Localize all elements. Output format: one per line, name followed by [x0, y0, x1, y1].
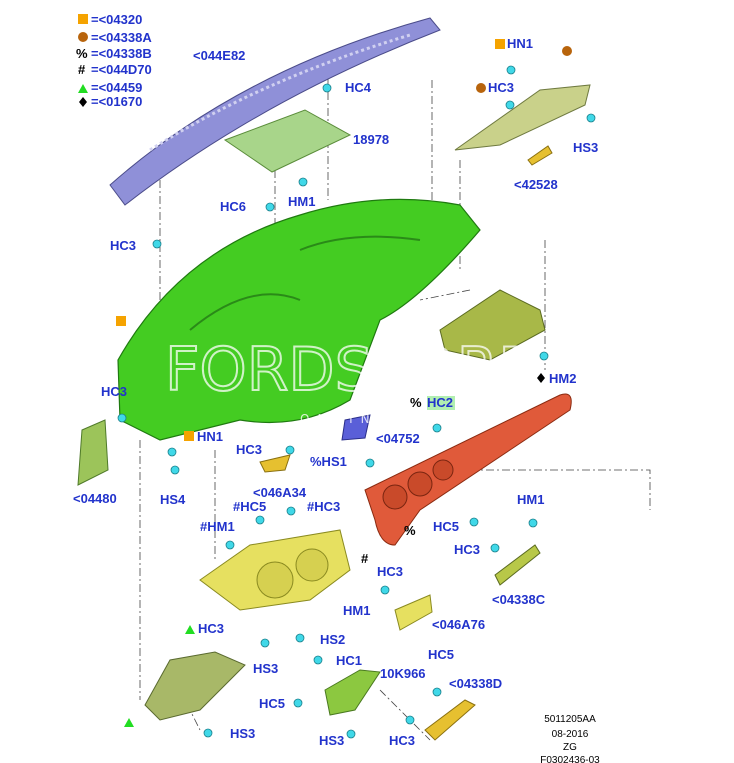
- callout-label: HM1: [288, 194, 315, 209]
- hash-marker-icon: #: [78, 62, 86, 77]
- clips: [117, 65, 596, 739]
- date: 08-2016: [552, 729, 589, 740]
- callout-label: 10K966: [380, 666, 426, 681]
- callout-label: HC1: [336, 653, 362, 668]
- callout-label: HN1: [507, 36, 533, 51]
- callout-label: %HS1: [310, 454, 347, 469]
- square-marker-icon: [78, 14, 88, 24]
- glovebox-part: [144, 651, 246, 721]
- diamond-marker-icon: [79, 97, 87, 107]
- part-number: 5011205AA: [544, 714, 596, 725]
- callout-label: HM2: [549, 371, 576, 386]
- callout-label: HS3: [253, 661, 278, 676]
- callout-label: HC3: [488, 80, 514, 95]
- callout-label: <046A34: [253, 485, 307, 500]
- callout-label: #HM1: [200, 519, 235, 534]
- callout-label: HS3: [319, 733, 344, 748]
- callout-label: <04480: [73, 491, 117, 506]
- legend: =<04320 =<04338A % =<04338B # =<044D70 =…: [76, 12, 152, 109]
- speaker-grille-part: [223, 109, 352, 173]
- callout-label: HS3: [573, 140, 598, 155]
- callout-label: HC2: [427, 395, 453, 410]
- callout-label: HC3: [110, 238, 136, 253]
- callout-label: HC3: [454, 542, 480, 557]
- callout-label: <04338C: [492, 592, 546, 607]
- callout-label: #HC3: [307, 499, 340, 514]
- hash-marker: #: [361, 551, 369, 566]
- legend-item: =<04338B: [91, 46, 152, 61]
- legend-item: =<04338A: [91, 30, 152, 45]
- legend-item: =<044D70: [91, 62, 152, 77]
- defroster-vent-part: [109, 17, 441, 206]
- callout-label: HC6: [220, 199, 246, 214]
- callout-label: HS4: [160, 492, 186, 507]
- legend-item: =<04459: [91, 80, 142, 95]
- callout-label: HM1: [517, 492, 544, 507]
- triangle-marker-icon: [78, 84, 88, 93]
- percent-marker: %: [404, 523, 416, 538]
- callout-label: 18978: [353, 132, 389, 147]
- glovebox-bracket-part: [439, 289, 546, 361]
- callout-label: HM1: [343, 603, 370, 618]
- cluster-bezel-part: [364, 393, 572, 546]
- callout-label: HC3: [377, 564, 403, 579]
- percent-marker-icon: %: [76, 46, 88, 61]
- callouts: <044E82 HC4 HN1 HC3 HS3 18978 <42528 HC6…: [73, 36, 598, 748]
- callout-label: HC3: [236, 442, 262, 457]
- callout-label: HS3: [230, 726, 255, 741]
- callout-label: <42528: [514, 177, 558, 192]
- callout-label: HC3: [389, 733, 415, 748]
- callout-label: <04338D: [449, 676, 502, 691]
- callout-label: #HC5: [233, 499, 266, 514]
- circle-marker-icon: [78, 32, 88, 42]
- drawing-info: 5011205AA 08-2016 ZG F0302436-03: [540, 714, 600, 763]
- callout-label: HC3: [101, 384, 127, 399]
- callout-label: <04752: [376, 431, 420, 446]
- callout-label: HC5: [259, 696, 285, 711]
- callout-label: HC5: [433, 519, 459, 534]
- legend-item: =<01670: [91, 94, 142, 109]
- callout-label: <046A76: [432, 617, 485, 632]
- watermark-sub: ONLINE: [300, 412, 393, 426]
- watermark: FORDSTORE: [165, 335, 536, 405]
- callout-label: HC4: [345, 80, 372, 95]
- callout-label: HC5: [428, 647, 454, 662]
- instrument-panel-part: [117, 198, 481, 441]
- legend-item: =<04320: [91, 12, 142, 27]
- callout-label: HC3: [198, 621, 224, 636]
- bracket-part: [454, 84, 591, 151]
- callout-label: HN1: [197, 429, 223, 444]
- figure-number: F0302436-03: [540, 755, 600, 763]
- percent-marker: %: [410, 395, 422, 410]
- code: ZG: [563, 742, 577, 753]
- callout-label: <044E82: [193, 48, 245, 63]
- end-cap-part: [77, 419, 109, 486]
- callout-label: HS2: [320, 632, 345, 647]
